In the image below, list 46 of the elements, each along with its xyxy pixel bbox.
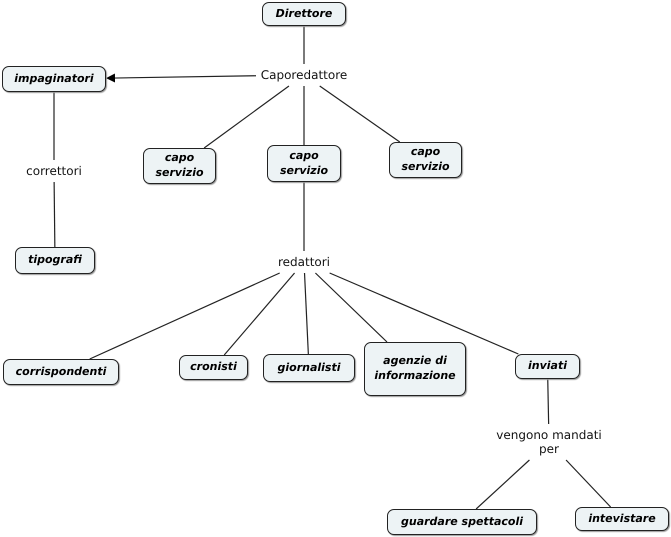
concept-box [387,509,537,535]
connector-line [303,26,305,64]
connector-line [304,272,309,354]
connector-line [204,86,290,148]
connector-line [315,272,388,342]
concept-label: agenzie di informazione [373,354,457,384]
concept-label: capo servizio [278,148,330,178]
concept-label: impaginatori [14,72,94,86]
concept-box [179,355,248,380]
connector-line [224,272,296,356]
linking-phrase: correttori [26,164,82,178]
concept-label: cronisti [190,360,237,375]
concept-box [2,66,106,92]
connector-line [476,460,530,510]
connector-line [566,460,612,508]
connector-line [53,92,55,160]
concept-label: capo servizio [400,145,451,175]
concept-label: capo servizio [154,151,205,181]
concept-label: corrispondenti [16,364,106,380]
arrow [106,74,256,83]
concept-box [515,354,580,379]
linking-phrase: vengono mandati per [495,428,603,456]
concept-label: guardare spettacoli [400,514,523,530]
concept-label: Direttore [276,6,332,22]
connector-line [319,86,400,142]
concept-box [389,142,462,178]
linking-phrase: Caporedattore [260,68,348,82]
linking-phrase: redattori [278,254,330,270]
connector-line [303,182,305,251]
concept-label: giornalisti [278,360,340,376]
concept-box [15,247,95,274]
concept-label: intevistare [588,512,656,526]
connector-line [89,272,280,360]
concept-box [575,507,669,531]
concept-box [267,145,341,182]
connector-line [329,272,519,355]
concept-box [364,342,466,396]
concept-box [262,2,346,26]
connector-line [303,86,305,145]
concept-label: inviati [528,359,567,374]
connector-line [54,182,56,247]
concept-label: tipografi [28,253,82,268]
concept-box [3,359,119,385]
concept-box [263,354,355,382]
connector-line [547,378,550,424]
concept-box [143,148,216,184]
